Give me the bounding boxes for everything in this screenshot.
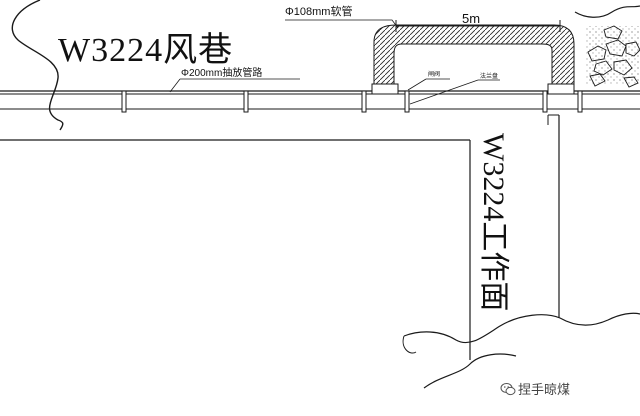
right-hose-base <box>547 83 575 95</box>
face-name-wrap: W3224工作面 <box>474 133 514 333</box>
wechat-icon <box>500 383 516 396</box>
flange-label: 法兰盘 <box>480 74 499 80</box>
hose-label: Φ108mm软管 <box>285 6 353 18</box>
distance-label: 5m <box>462 11 481 26</box>
flex-hose <box>373 24 575 85</box>
pipe-label: Φ200mm抽放管路 <box>181 68 263 79</box>
bottom-coal-curve-2 <box>423 353 517 389</box>
face-name-label: W3224工作面 <box>477 133 510 312</box>
bottom-coal-curve <box>403 312 640 344</box>
left-wall-curve <box>11 0 64 131</box>
valve-label: 闸阀 <box>428 72 441 78</box>
watermark-text: 捏手晾煤 <box>518 383 571 398</box>
pipe-flanges <box>121 90 583 113</box>
leader-lines <box>169 19 500 105</box>
right-top-wall <box>574 5 640 18</box>
left-hose-base <box>371 83 399 95</box>
roadway-name-label: W3224风巷 <box>58 32 234 69</box>
